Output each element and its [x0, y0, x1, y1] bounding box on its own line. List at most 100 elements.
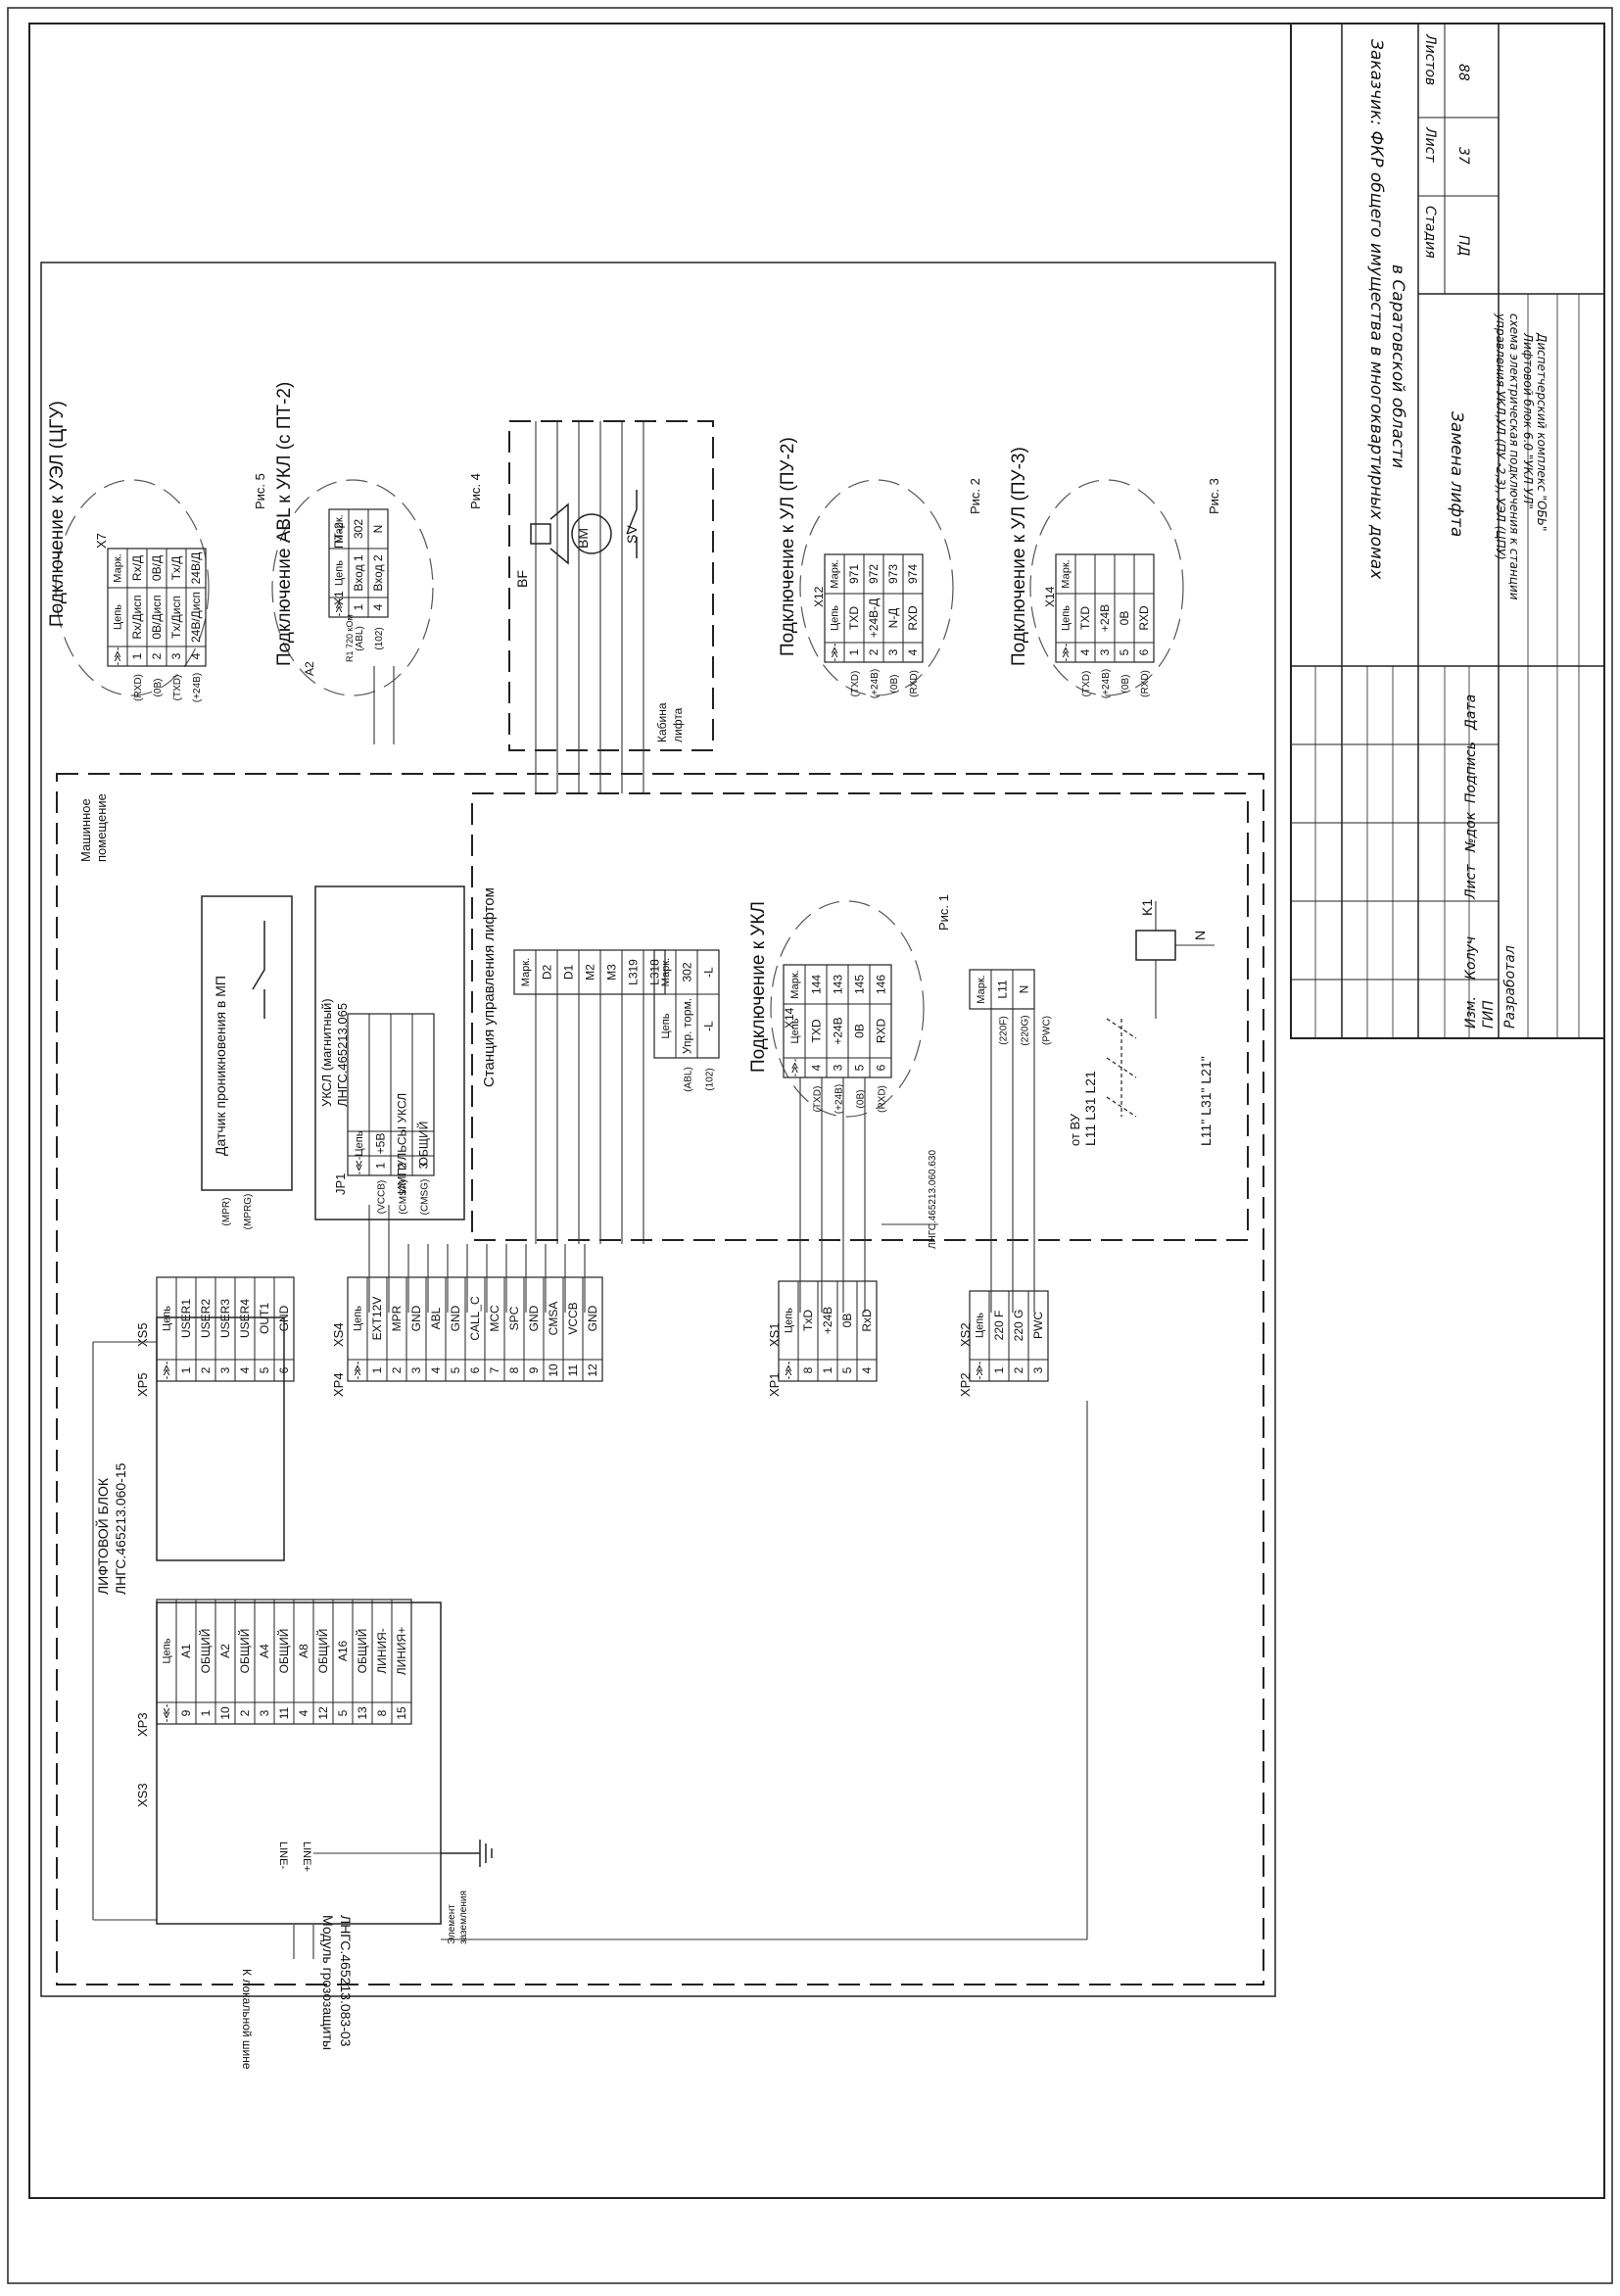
table-header: Цепь	[162, 1638, 173, 1663]
lift-block-1: ЛИФТОВОЙ БЛОК	[94, 1477, 111, 1595]
table-cell: ОБЩИЙ	[355, 1629, 369, 1674]
sv-switch-icon	[626, 490, 638, 558]
table-cell: TXD	[1078, 606, 1092, 630]
table-header: Марк.	[113, 553, 124, 582]
xs5-label: XS5	[135, 1322, 150, 1347]
line-plus-label: LINE+	[301, 1842, 312, 1872]
signal-label: (TXD)	[850, 671, 861, 697]
signal-label: (0В)	[153, 679, 164, 697]
header-koluch: Колуч	[1463, 936, 1479, 980]
ukcl-title-1: УКСЛ (магнитный)	[319, 998, 334, 1107]
cabin-area	[508, 420, 714, 751]
razrabotal-label: Разработал	[1502, 945, 1518, 1028]
stadia-value: ПД	[1455, 235, 1471, 257]
table-cell: A4	[258, 1644, 271, 1658]
table-header: -≫-	[334, 598, 346, 616]
table-header: Цепь	[1061, 605, 1072, 631]
table-header: Марк.	[976, 975, 987, 1003]
table-cell: 143	[831, 975, 844, 994]
table-header: -≪-	[354, 1156, 365, 1174]
table-cell: A2	[218, 1644, 232, 1658]
machine-room-2: помещение	[94, 793, 109, 862]
table-cell: 971	[847, 564, 861, 584]
table-cell: +24В	[831, 1017, 844, 1044]
uel-ellipse	[55, 479, 210, 696]
local-bus-label: К локальной шине	[240, 1969, 254, 2070]
table-cell: VCCB	[566, 1302, 580, 1334]
table-cell: MCC	[488, 1305, 501, 1332]
table-cell: 9	[527, 1366, 541, 1373]
lift-block-xp3	[156, 1602, 442, 1925]
station-title: Станция управления лифтом	[481, 887, 498, 1087]
table-cell: 3	[416, 1162, 430, 1169]
table-cell: 220 F	[992, 1311, 1006, 1341]
module-title-1: Модуль грозозащиты	[320, 1915, 336, 2050]
signal-label: (RXD)	[877, 1085, 887, 1113]
lngs-630-label: ЛНГС.465213.060.630	[928, 1150, 938, 1249]
table-cell: 1	[847, 648, 861, 655]
table-cell: 144	[809, 975, 823, 994]
table-cell: 7	[488, 1366, 501, 1373]
table-cell: ИМПУЛЬСЫ УКСЛ	[395, 1093, 408, 1194]
l-bottom-label: L11" L31" L21"	[1198, 1056, 1214, 1146]
table-header: Цепь	[113, 604, 124, 630]
xp2-label: XP2	[958, 1372, 973, 1397]
table-header: Цепь	[334, 560, 346, 586]
table-cell: OUT1	[258, 1303, 271, 1334]
table-cell: EXT12V	[370, 1297, 384, 1341]
signal-label: (0В)	[1120, 675, 1131, 694]
table-header: -≪-	[162, 1703, 173, 1722]
table-cell: RxD	[860, 1309, 874, 1332]
abl-ellipse	[271, 479, 434, 696]
x14u-table: -≫-ЦепьМарк.4TXD3+24В50В6RXD(TXD)(+24В)(…	[1055, 553, 1155, 698]
table-cell: 302	[352, 519, 365, 539]
desc-line-4: управления УКЛ,УЛ (ПУ -2,3), УЭЛ (ЦПУ)	[1494, 312, 1507, 560]
control-station-area	[471, 792, 1249, 1241]
table-cell: L11	[995, 980, 1009, 998]
table-cell: GND	[449, 1305, 462, 1331]
table-cell: D2	[540, 965, 553, 981]
xs3-label: XS3	[135, 1783, 150, 1807]
desc-line-2: Лифтовой блок 6.0 "УКЛ УЛ"	[1521, 332, 1535, 509]
table-cell: 4	[297, 1709, 310, 1716]
lift-block-2: ЛНГС.465213.060-15	[113, 1462, 128, 1595]
module-title-2: ЛНГС.465213.083-03	[338, 1915, 354, 2047]
signal-label: (MPR)	[221, 1198, 232, 1226]
a2-label: A2	[303, 661, 316, 676]
table-cell: ОБЩИЙ	[415, 1122, 430, 1167]
table-cell: SPC	[507, 1306, 521, 1330]
machine-room-area	[56, 773, 1264, 1985]
table-cell: 8	[507, 1366, 521, 1373]
header-data: Дата	[1463, 694, 1479, 731]
gip-label: ГИП	[1481, 1000, 1497, 1028]
table-cell: 1	[992, 1366, 1006, 1373]
table-cell: 3	[258, 1709, 271, 1716]
table-cell: 6	[874, 1064, 887, 1071]
table-header: -≫-	[113, 646, 124, 665]
lift-block-xp5	[156, 1316, 285, 1561]
cabin-label-2: лифта	[671, 707, 685, 742]
table-cell: GND	[409, 1305, 423, 1331]
list-value: 37	[1455, 147, 1471, 165]
table-cell: 5	[258, 1366, 271, 1373]
customer-text: Заказчик: ФКР общего имущества в многокв…	[1366, 39, 1386, 580]
table-cell: RXD	[874, 1019, 887, 1044]
table-cell: 9	[179, 1709, 193, 1716]
table-cell: N	[1017, 985, 1030, 994]
from-vu-label: от ВУ	[1068, 1113, 1082, 1146]
table-cell: 11	[277, 1706, 291, 1719]
table-cell: ОБЩИЙ	[237, 1629, 252, 1674]
cabin-label-1: Кабина	[655, 702, 669, 742]
table-header: -≫-	[975, 1361, 986, 1379]
table-cell: A1	[179, 1644, 193, 1658]
outer-frame	[7, 7, 1613, 2284]
table-cell: USER2	[199, 1299, 213, 1338]
table-cell: -L	[701, 1021, 715, 1031]
table-cell: Вход 2	[371, 554, 385, 591]
table-cell: 2	[199, 1366, 213, 1373]
signal-label: (TXD)	[172, 675, 183, 701]
table-cell: 4	[371, 603, 385, 610]
table-cell: TXD	[809, 1019, 823, 1042]
